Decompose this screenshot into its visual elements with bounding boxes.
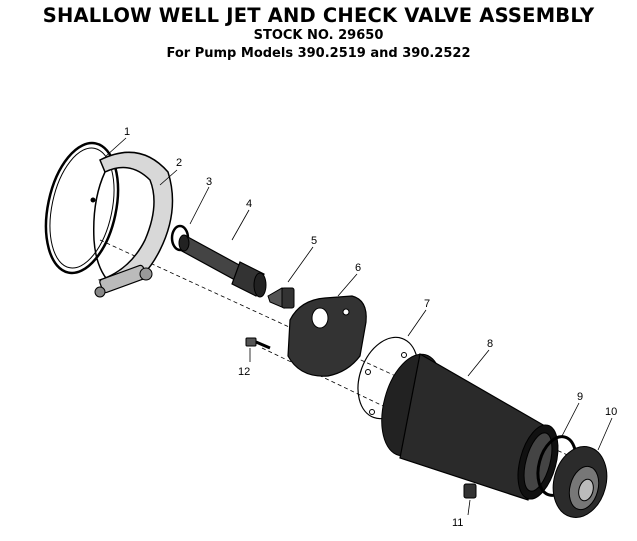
- part-8-jet-body: [381, 353, 559, 501]
- callout-9: 9: [577, 391, 583, 403]
- leader-lines: [105, 137, 613, 516]
- diagram-title: SHALLOW WELL JET AND CHECK VALVE ASSEMBL…: [42, 4, 595, 27]
- callout-1: 1: [124, 126, 130, 138]
- callout-11: 11: [452, 517, 463, 529]
- callout-10: 10: [605, 406, 617, 418]
- callout-3: 3: [206, 176, 212, 188]
- part-2-clamp: [90, 151, 174, 298]
- part-12-screw: [245, 337, 271, 350]
- part-11-plug: [463, 483, 477, 499]
- part-6-diffuser-flange: [287, 295, 367, 377]
- callout-12: 12: [238, 366, 250, 378]
- callout-5: 5: [311, 235, 317, 247]
- part-1-o-ring: [44, 141, 120, 275]
- callout-4: 4: [246, 198, 252, 210]
- part-4-venturi-tube: [178, 234, 267, 298]
- part-5-nozzle: [267, 287, 295, 309]
- callout-2: 2: [176, 157, 182, 169]
- callout-6: 6: [355, 262, 361, 274]
- stock-number: STOCK NO. 29650: [253, 28, 384, 43]
- callout-8: 8: [487, 338, 493, 350]
- pump-models: For Pump Models 390.2519 and 390.2522: [166, 46, 471, 61]
- part-10-check-valve: [552, 446, 608, 518]
- callout-7: 7: [424, 298, 430, 310]
